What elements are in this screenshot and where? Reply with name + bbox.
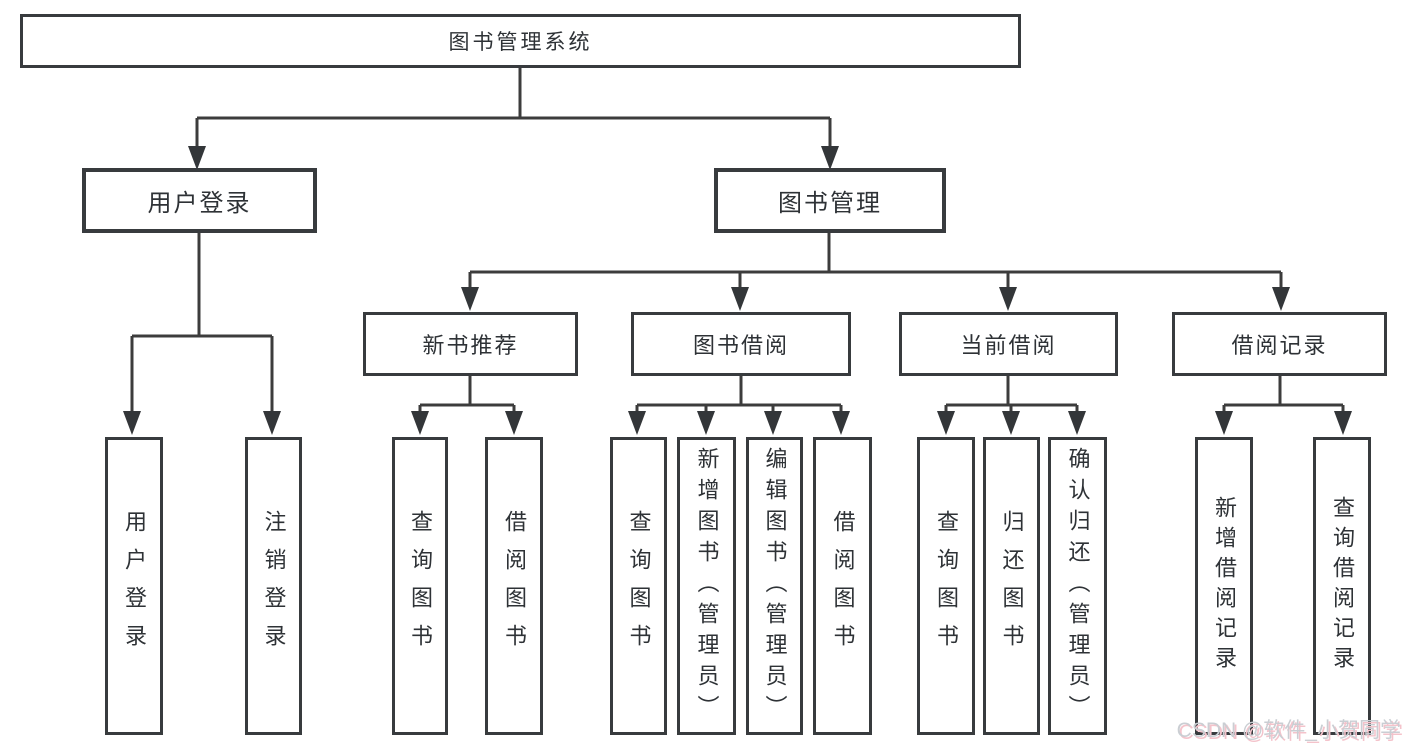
node-book-management-label: 图书管理 — [778, 190, 882, 217]
leaf-user-login: 用户登录 — [105, 437, 163, 735]
csdn-watermark: CSDN @软件_小贺同学 — [1176, 719, 1401, 742]
leaf-query-books-3: 查询图书 — [917, 437, 975, 735]
leaf-add-books-admin: 新增图书（管理员） — [677, 437, 736, 735]
leaf-borrow-books-1: 借阅图书 — [485, 437, 543, 735]
node-user-login-label: 用户登录 — [147, 190, 252, 217]
node-user-login: 用户登录 — [82, 168, 317, 233]
leaf-query-borrow-record-label: 查询借阅记录 — [1330, 496, 1355, 676]
leaf-return-books-label: 归还图书 — [999, 510, 1025, 662]
leaf-query-books-1-label: 查询图书 — [408, 510, 433, 662]
leaf-edit-books-admin: 编辑图书（管理员） — [746, 437, 803, 735]
leaf-query-books-2-label: 查询图书 — [626, 510, 652, 662]
leaf-return-books: 归还图书 — [983, 437, 1040, 735]
leaf-add-books-admin-label: 新增图书（管理员） — [694, 446, 720, 726]
node-root-system: 图书管理系统 — [20, 14, 1021, 68]
node-new-book-recommend: 新书推荐 — [363, 312, 578, 376]
leaf-confirm-return-admin: 确认归还（管理员） — [1048, 437, 1107, 735]
leaf-user-login-label: 用户登录 — [122, 510, 147, 662]
leaf-query-books-2: 查询图书 — [610, 437, 667, 735]
node-book-borrow: 图书借阅 — [631, 312, 851, 376]
leaf-borrow-books-2: 借阅图书 — [813, 437, 872, 735]
leaf-add-borrow-record-label: 新增借阅记录 — [1212, 496, 1237, 676]
node-borrow-records-label: 借阅记录 — [1231, 333, 1328, 358]
leaf-confirm-return-admin-label: 确认归还（管理员） — [1065, 446, 1091, 726]
node-borrow-records: 借阅记录 — [1172, 312, 1387, 376]
arrowhead-icons — [123, 146, 1352, 435]
leaf-borrow-books-1-label: 借阅图书 — [502, 510, 527, 662]
node-book-management: 图书管理 — [714, 168, 946, 233]
leaf-query-books-1: 查询图书 — [392, 437, 448, 735]
node-new-book-recommend-label: 新书推荐 — [422, 333, 519, 358]
leaf-query-borrow-record: 查询借阅记录 — [1313, 437, 1371, 735]
leaf-query-books-3-label: 查询图书 — [934, 510, 959, 662]
node-root-label: 图书管理系统 — [448, 31, 593, 54]
leaf-logout-label: 注销登录 — [261, 510, 287, 662]
leaf-edit-books-admin-label: 编辑图书（管理员） — [762, 446, 788, 726]
node-book-borrow-label: 图书借阅 — [692, 333, 789, 358]
node-current-borrow-label: 当前借阅 — [960, 333, 1057, 358]
leaf-borrow-books-2-label: 借阅图书 — [830, 510, 856, 662]
leaf-logout: 注销登录 — [245, 437, 302, 735]
node-current-borrow: 当前借阅 — [899, 312, 1118, 376]
leaf-add-borrow-record: 新增借阅记录 — [1195, 437, 1253, 735]
